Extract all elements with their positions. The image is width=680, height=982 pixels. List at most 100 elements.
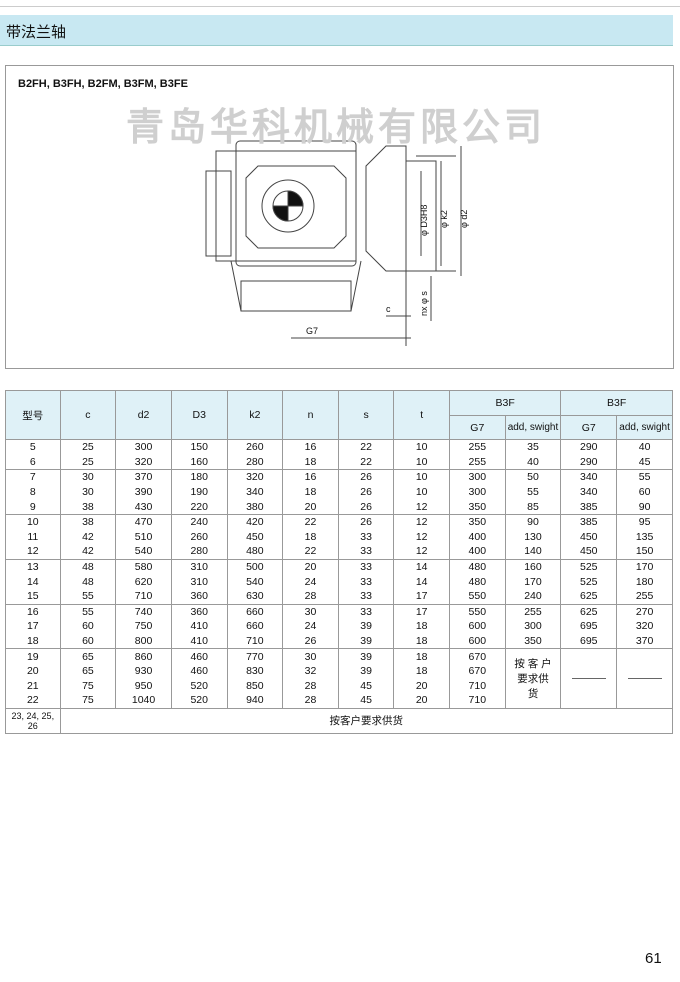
table-cell: 660 [226, 619, 284, 634]
table-cell: 12 [393, 544, 450, 560]
table-cell: 50 [504, 469, 562, 485]
table-cell: 190 [170, 484, 228, 500]
table-cell: 24 [282, 619, 339, 634]
table-cell: 48 [59, 558, 117, 575]
table-cell: 310 [170, 574, 228, 589]
table-cell: 28 [282, 588, 339, 605]
table-cell: 290 [560, 454, 618, 470]
table-cell: 39 [337, 619, 395, 634]
table-cell: 480 [448, 574, 506, 589]
drawing-panel: B2FH, B3FH, B2FM, B3FM, B3FE G7 c φ D3H8… [5, 65, 674, 369]
col-k2: k2 [226, 390, 284, 440]
col-add-2: add, swight [616, 415, 673, 440]
table-cell: 300 [504, 619, 562, 634]
table-cell: 370 [616, 633, 673, 649]
table-cell: 38 [59, 499, 117, 515]
table-cell: 130 [504, 529, 562, 545]
table-cell: 290 [560, 438, 618, 455]
table-cell: 580 [115, 558, 172, 575]
table-cell: 65 [59, 663, 117, 679]
table-cell: 380 [226, 499, 284, 515]
page-number: 61 [645, 950, 662, 967]
table-cell: 500 [226, 558, 284, 575]
table-cell: 22 [337, 454, 395, 470]
table-cell: 280 [170, 544, 228, 560]
table-cell: 65 [59, 648, 117, 664]
table-cell: 55 [616, 469, 673, 485]
supply-on-request-note: 按 客 户 要求供货 [504, 648, 562, 709]
table-cell: 420 [226, 513, 284, 530]
table-cell: 260 [170, 529, 228, 545]
table-cell: 45 [337, 678, 395, 694]
table-cell: 18 [393, 619, 450, 634]
label-c: c [386, 304, 391, 314]
table-cell: 660 [226, 603, 284, 620]
table-cell: 16 [282, 438, 339, 455]
table-cell: 14 [5, 574, 61, 589]
section-header: 带法兰轴 [0, 15, 673, 46]
table-cell: 710 [448, 678, 506, 694]
table-cell: 10 [393, 484, 450, 500]
table-cell: 90 [616, 499, 673, 515]
table-cell: 25 [59, 454, 117, 470]
table-cell: 22 [282, 513, 339, 530]
table-cell: 525 [560, 558, 618, 575]
table-cell: 390 [115, 484, 172, 500]
table-cell: 20 [5, 663, 61, 679]
col-c: c [59, 390, 117, 440]
table-cell: 180 [170, 469, 228, 485]
table-cell: 770 [226, 648, 284, 664]
table-cell: 10 [393, 469, 450, 485]
table-cell: 940 [226, 693, 284, 709]
table-cell: 360 [170, 588, 228, 605]
table-cell: 38 [59, 513, 117, 530]
table-cell: 255 [504, 603, 562, 620]
table-cell: 470 [115, 513, 172, 530]
table-cell: 22 [337, 438, 395, 455]
table-cell: 410 [170, 619, 228, 634]
table-cell: 520 [170, 693, 228, 709]
label-k2: φ k2 [439, 210, 449, 228]
table-cell: 625 [560, 603, 618, 620]
table-cell: 930 [115, 663, 172, 679]
table-cell: 33 [337, 558, 395, 575]
table-cell: 320 [226, 469, 284, 485]
table-cell: 260 [226, 438, 284, 455]
supply-on-request-note: 按客户要求供货 [59, 707, 674, 734]
col-d2: d2 [115, 390, 172, 440]
table-cell: 14 [393, 558, 450, 575]
table-cell: 860 [115, 648, 172, 664]
table-cell: 340 [560, 469, 618, 485]
table-cell: 1040 [115, 693, 172, 709]
table-cell: 460 [170, 648, 228, 664]
table-cell: 90 [504, 513, 562, 530]
table-cell: 360 [170, 603, 228, 620]
col-group-b3f-2: B3F [560, 390, 673, 416]
table-cell: 180 [616, 574, 673, 589]
table-cell: 48 [59, 574, 117, 589]
table-cell: 55 [59, 603, 117, 620]
table-cell: 55 [59, 588, 117, 605]
watermark: 青岛华科机械有限公司 [126, 107, 547, 149]
col-d3: D3 [170, 390, 228, 440]
table-cell: 300 [448, 469, 506, 485]
col-s: s [337, 390, 395, 440]
table-cell: 140 [504, 544, 562, 560]
table-cell: 800 [115, 633, 172, 649]
table-cell: 8 [5, 484, 61, 500]
table-cell: 22 [282, 544, 339, 560]
table-cell: 60 [616, 484, 673, 500]
table-cell: 350 [448, 513, 506, 530]
table-cell: 35 [504, 438, 562, 455]
table-cell: 550 [448, 603, 506, 620]
model-cell: 23, 24, 25, 26 [5, 707, 61, 734]
table-cell: 430 [115, 499, 172, 515]
col-n: n [282, 390, 339, 440]
table-cell: 480 [448, 558, 506, 575]
model-list: B2FH, B3FH, B2FM, B3FM, B3FE [18, 78, 188, 90]
table-cell: 400 [448, 544, 506, 560]
table-cell: 7 [5, 469, 61, 485]
